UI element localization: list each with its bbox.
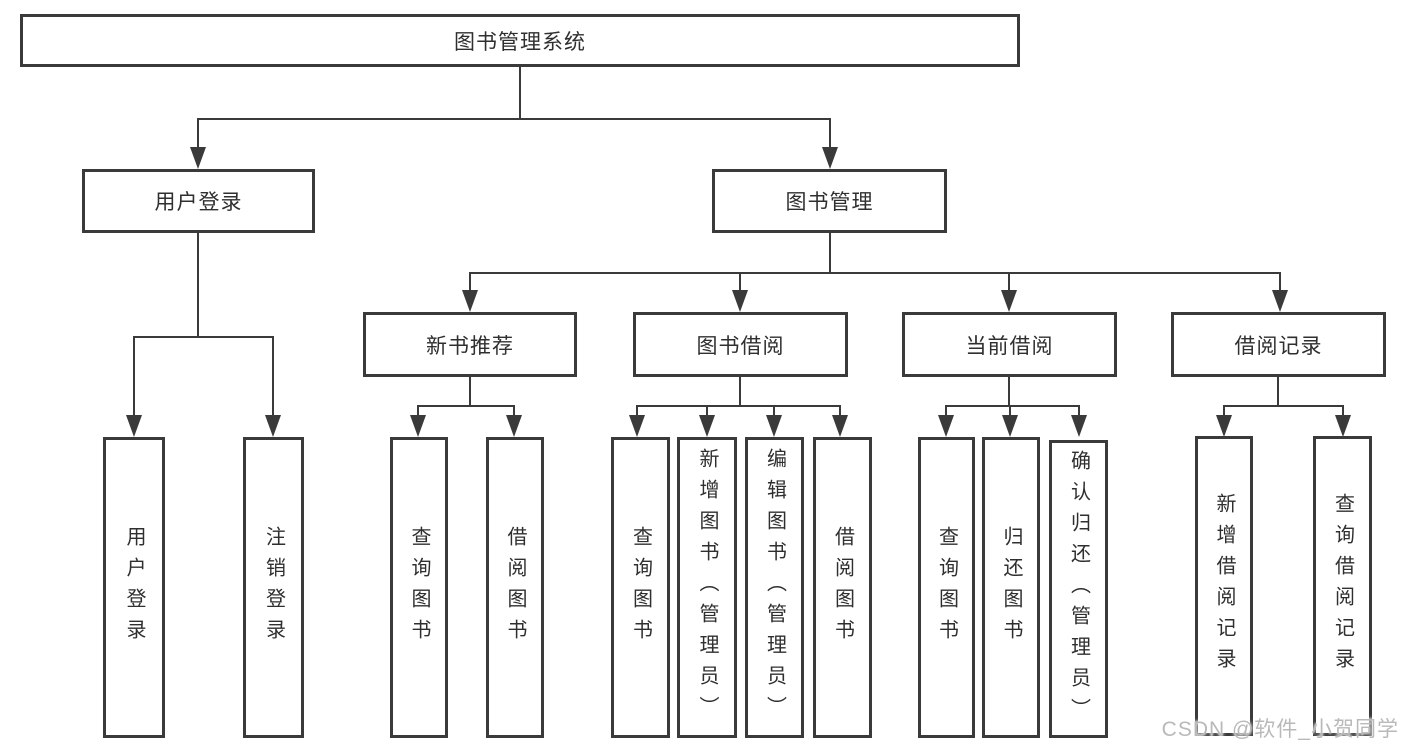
leaf-edit-books-admin: 编辑图书（管理员） [745, 437, 804, 738]
arrowhead-icon [1216, 415, 1232, 437]
arrowhead-icon [190, 147, 206, 169]
connector [1277, 375, 1279, 407]
connector [945, 405, 1080, 407]
connector [469, 375, 471, 407]
connector [829, 118, 831, 150]
watermark: CSDN @软件_小贺同学 [1161, 718, 1399, 741]
node-label: 借阅图书 [504, 525, 526, 650]
node-label: 新增图书（管理员） [696, 448, 718, 727]
connector [133, 336, 135, 418]
connector [513, 405, 515, 417]
arrowhead-icon [832, 415, 848, 437]
arrowhead-icon [938, 415, 954, 437]
arrowhead-icon [629, 415, 645, 437]
connector [417, 405, 419, 417]
leaf-query-books-2: 查询图书 [611, 437, 670, 738]
arrowhead-icon [1071, 415, 1087, 437]
node-label: 确认归还（管理员） [1067, 449, 1090, 729]
connector [519, 66, 521, 120]
node-label: 归还图书 [1000, 525, 1022, 650]
leaf-query-books-3: 查询图书 [918, 437, 975, 738]
connector [197, 118, 199, 150]
node-label: 图书借阅 [696, 334, 785, 358]
leaf-borrow-books-2: 借阅图书 [813, 437, 872, 738]
connector [469, 272, 1281, 274]
connector [197, 231, 199, 338]
node-label: 查询图书 [629, 525, 652, 650]
connector [945, 405, 947, 417]
leaf-logout: 注销登录 [243, 437, 304, 738]
node-label: 编辑图书（管理员） [763, 448, 786, 727]
arrowhead-icon [410, 415, 426, 437]
connector [829, 232, 831, 274]
connector [417, 405, 515, 407]
connector [739, 272, 741, 292]
node-label: 新增借阅记录 [1213, 493, 1235, 679]
node-root: 图书管理系统 [20, 14, 1020, 67]
node-label: 查询图书 [935, 525, 958, 650]
node-label: 新书推荐 [426, 334, 514, 358]
connector [197, 118, 831, 120]
node-label: 注销登录 [262, 525, 285, 650]
connector [636, 405, 638, 417]
connector [1223, 405, 1344, 407]
arrowhead-icon [265, 415, 281, 437]
arrowhead-icon [1335, 415, 1351, 437]
connector [1342, 405, 1344, 417]
connector [272, 336, 274, 418]
leaf-borrow-books-1: 借阅图书 [486, 437, 544, 738]
node-label: 借阅图书 [831, 525, 854, 650]
connector [1009, 405, 1011, 417]
node-book-borrow: 图书借阅 [633, 312, 848, 377]
node-label: 当前借阅 [965, 334, 1054, 358]
arrowhead-icon [506, 415, 522, 437]
node-label: 用户登录 [123, 525, 145, 650]
arrowhead-icon [462, 290, 478, 312]
arrowhead-icon [766, 415, 782, 437]
arrowhead-icon [699, 415, 715, 437]
leaf-query-borrow-record: 查询借阅记录 [1313, 436, 1372, 736]
node-current-borrow: 当前借阅 [902, 312, 1117, 377]
leaf-confirm-return-admin: 确认归还（管理员） [1049, 440, 1108, 738]
connector [469, 272, 471, 292]
leaf-return-books: 归还图书 [982, 437, 1040, 738]
connector [773, 405, 775, 417]
node-book-management: 图书管理 [712, 169, 947, 233]
connector [1279, 272, 1281, 292]
arrowhead-icon [822, 147, 838, 169]
connector [1223, 405, 1225, 417]
leaf-add-borrow-record: 新增借阅记录 [1195, 436, 1253, 736]
node-label: 图书管理 [785, 191, 874, 214]
leaf-add-books-admin: 新增图书（管理员） [677, 437, 737, 738]
arrowhead-icon [732, 290, 748, 312]
leaf-query-books-1: 查询图书 [390, 437, 448, 738]
arrowhead-icon [1001, 290, 1017, 312]
arrowhead-icon [126, 415, 142, 437]
connector [133, 336, 274, 338]
node-label: 查询借阅记录 [1331, 493, 1354, 679]
connector [1008, 272, 1010, 292]
connector [1008, 375, 1010, 407]
node-label: 查询图书 [408, 525, 430, 650]
connector [1078, 405, 1080, 417]
connector [839, 405, 841, 417]
node-user-login: 用户登录 [82, 169, 315, 233]
connector [636, 405, 841, 407]
node-label: 用户登录 [154, 191, 243, 214]
node-label: 图书管理系统 [454, 30, 586, 54]
connector [739, 375, 741, 407]
node-label: 借阅记录 [1234, 334, 1323, 358]
connector [706, 405, 708, 417]
node-new-book-recommend: 新书推荐 [363, 312, 577, 377]
leaf-user-login: 用户登录 [103, 437, 165, 738]
arrowhead-icon [1002, 415, 1018, 437]
arrowhead-icon [1272, 290, 1288, 312]
node-borrow-records: 借阅记录 [1171, 312, 1386, 377]
